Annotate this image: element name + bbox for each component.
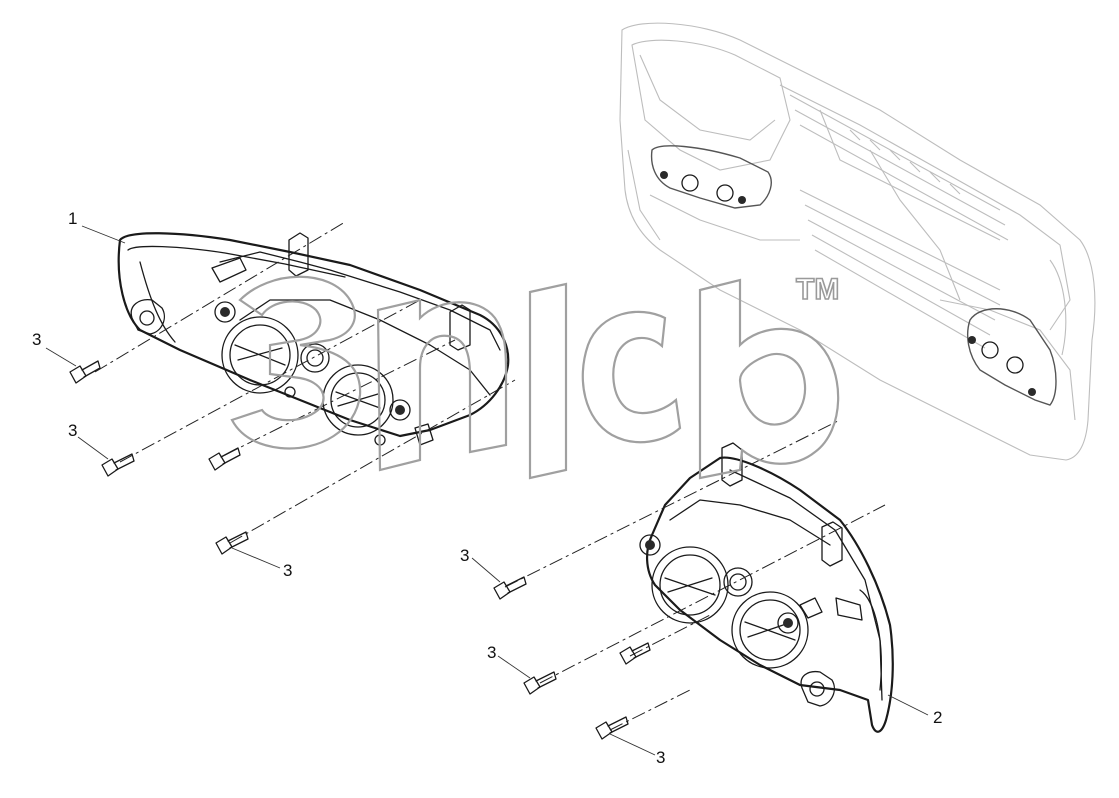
leader-lines	[45, 225, 929, 756]
callout-3-c: 3	[283, 561, 292, 580]
bolt-4	[215, 531, 249, 555]
bolt-6	[523, 671, 557, 695]
callout-1: 1	[68, 209, 77, 228]
callout-3-d: 3	[460, 546, 469, 565]
callout-2: 2	[933, 708, 942, 727]
callout-3-b: 3	[68, 421, 77, 440]
cab-front-ghost	[619, 22, 1096, 461]
callout-3-a: 3	[32, 330, 41, 349]
callout-3-e: 3	[487, 643, 496, 662]
bolt-8	[595, 716, 629, 740]
bolt-1	[69, 360, 101, 384]
watermark-tm: TM	[796, 273, 839, 306]
bolt-2	[101, 453, 135, 477]
assembly-axis-lines	[94, 221, 886, 731]
headlamp-assembly-right	[639, 442, 894, 733]
bolt-5	[493, 576, 527, 600]
watermark-logo: TM	[230, 272, 840, 480]
callout-3-f: 3	[656, 748, 665, 767]
bolt-3	[208, 447, 241, 471]
bolt-7	[619, 642, 651, 665]
